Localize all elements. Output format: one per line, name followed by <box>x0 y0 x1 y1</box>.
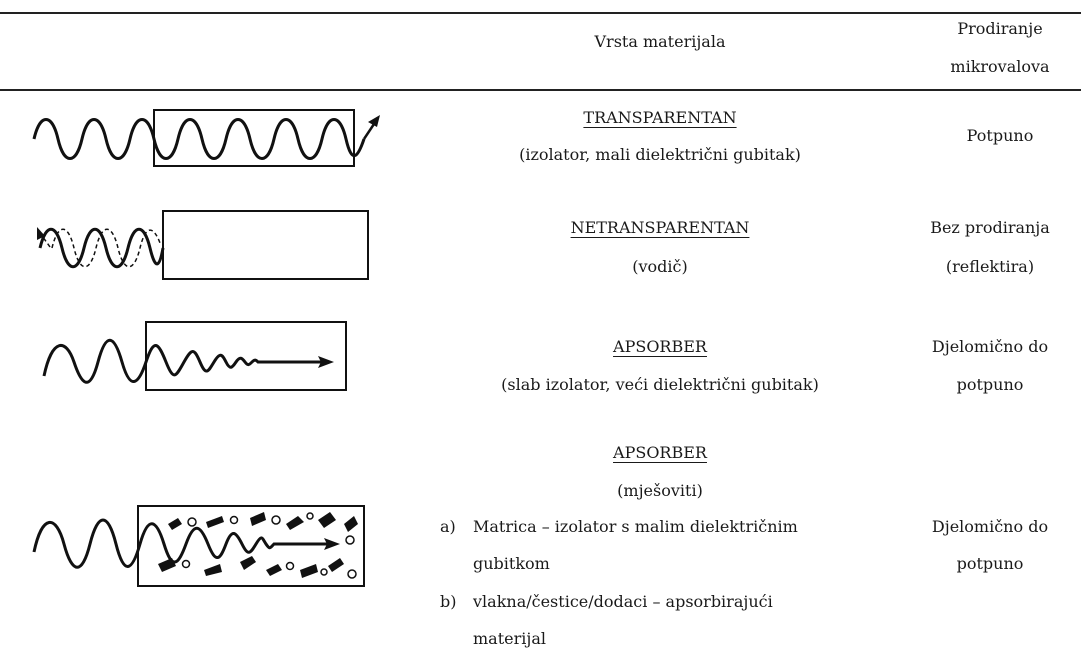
row-nontransparent-desc: (vodič) <box>632 257 688 276</box>
mixed-absorber-wave-diagram <box>32 505 365 587</box>
row-absorber-name: APSORBER <box>613 337 707 356</box>
list-marker: a) <box>440 517 456 536</box>
list-item: a) Matrica – izolator s malim dielektrič… <box>440 517 910 597</box>
header-penetration-line2: mikrovalova <box>950 57 1050 76</box>
row-nontransparent-penetration-line2: (reflektira) <box>945 257 1035 276</box>
row-mixed-absorber-desc: (mješoviti) <box>617 481 703 500</box>
row-absorber-penetration-line2: potpuno <box>956 375 1024 394</box>
header-penetration-line1: Prodiranje <box>957 19 1043 38</box>
row-mixed-absorber-penetration-line1: Djelomično do <box>931 517 1049 536</box>
table-top-rule <box>0 12 1081 14</box>
list-item-line1: Matrica – izolator s malim dielektričnim <box>473 517 798 536</box>
header-material-type: Vrsta materijala <box>594 32 726 51</box>
row-transparent-name: TRANSPARENTAN <box>583 108 737 127</box>
transparent-wave-diagram <box>32 109 380 167</box>
row-nontransparent-penetration-line1: Bez prodiranja <box>930 218 1050 237</box>
list-item-line2: gubitkom <box>473 554 550 573</box>
row-mixed-absorber-name: APSORBER <box>613 443 707 462</box>
list-item: b) vlakna/čestice/dodaci – apsorbirajući… <box>440 592 910 662</box>
row-transparent-penetration: Potpuno <box>966 126 1034 145</box>
row-mixed-absorber-penetration-line2: potpuno <box>956 554 1024 573</box>
absorber-wave-diagram <box>42 321 347 391</box>
row-absorber-desc: (slab izolator, veći dielektrični gubita… <box>501 375 819 394</box>
list-item-line1: vlakna/čestice/dodaci – apsorbirajući <box>473 592 773 611</box>
row-absorber-penetration-line1: Djelomično do <box>931 337 1049 356</box>
nontransparent-wave-diagram <box>37 210 369 280</box>
header-bottom-rule <box>0 89 1081 91</box>
row-transparent-desc: (izolator, mali dielektrični gubitak) <box>519 145 801 164</box>
row-nontransparent-name: NETRANSPARENTAN <box>570 218 750 237</box>
list-marker: b) <box>440 592 457 611</box>
list-item-line2: materijal <box>473 629 546 648</box>
